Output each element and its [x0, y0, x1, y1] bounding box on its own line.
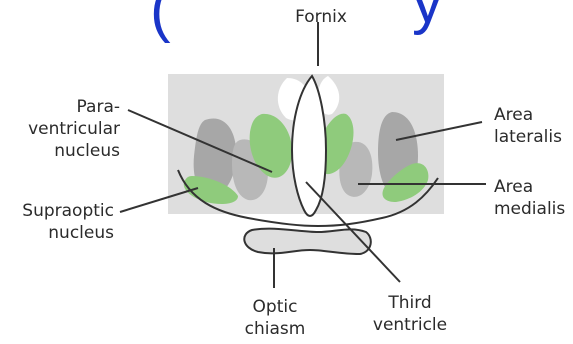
label-paraventricular-nucleus: Para- ventricular nucleus	[8, 96, 120, 162]
label-optic-chiasm: Optic chiasm	[230, 296, 320, 340]
label-supraoptic-nucleus: Supraoptic nucleus	[2, 200, 114, 244]
optic-chiasm-shape	[244, 229, 371, 254]
label-third-ventricle: Third ventricle	[360, 292, 460, 336]
label-fornix: Fornix	[286, 6, 356, 28]
label-area-medialis: Area medialis	[494, 176, 572, 220]
label-area-lateralis: Area lateralis	[494, 104, 572, 148]
